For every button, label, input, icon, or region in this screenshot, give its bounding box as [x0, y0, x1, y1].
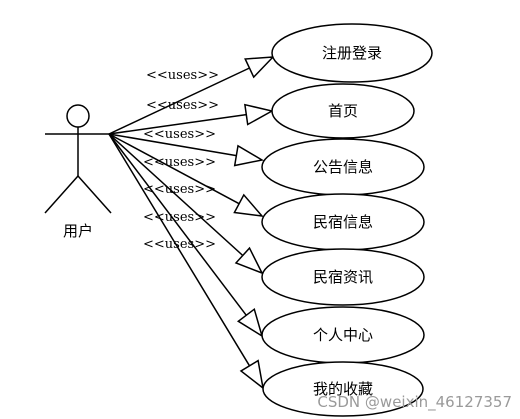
uses-label: <<uses>>: [143, 127, 216, 142]
uses-connector-line: [108, 113, 247, 135]
actor-left-leg: [44, 175, 79, 214]
uses-connector-line: [108, 133, 237, 157]
uses-label: <<uses>>: [143, 182, 216, 197]
use-case-label: 民宿信息: [313, 213, 373, 231]
use-case-label: 公告信息: [313, 158, 373, 176]
uses-arrowhead: [244, 56, 275, 79]
uses-arrowhead: [239, 359, 265, 390]
use-case-ellipse: [262, 361, 424, 417]
use-cases: 注册登录 首页 公告信息 民宿信息 民宿资讯 个人中心 我的收藏: [261, 23, 433, 417]
actor: 用户: [44, 104, 112, 240]
use-case-personal-center: 个人中心: [261, 306, 425, 364]
use-case-label: 我的收藏: [313, 380, 373, 398]
uses-arrowhead: [244, 103, 275, 126]
uses-arrowhead: [233, 193, 264, 217]
uses-connector-line: [108, 133, 244, 257]
watermark: CSDN @weixin_46127357: [317, 393, 512, 412]
uses-label: <<uses>>: [143, 210, 216, 225]
use-case-announcements: 公告信息: [261, 138, 425, 196]
use-case-my-favorites: 我的收藏: [262, 361, 424, 417]
use-case-label: 民宿资讯: [313, 268, 373, 286]
use-case-label: 个人中心: [313, 326, 373, 344]
use-case-homestay-news: 民宿资讯: [261, 248, 425, 306]
uses-relationships: [108, 56, 275, 390]
actor-label: 用户: [63, 222, 93, 240]
use-case-ellipse: [271, 83, 415, 139]
actor-right-leg: [77, 175, 112, 214]
uses-arrowhead: [233, 144, 265, 167]
uses-label: <<uses>>: [146, 68, 219, 83]
use-case-label: 首页: [328, 102, 358, 120]
use-case-homestay-info: 民宿信息: [261, 193, 425, 251]
uses-labels: <<uses>> <<uses>> <<uses>> <<uses>> <<us…: [143, 68, 219, 252]
uses-label: <<uses>>: [143, 237, 216, 252]
use-case-ellipse: [271, 23, 433, 83]
uses-label: <<uses>>: [143, 155, 216, 170]
uses-connector-line: [108, 67, 250, 135]
uses-connector-line: [108, 133, 247, 316]
uses-arrowhead: [234, 246, 264, 275]
use-case-ellipse: [261, 248, 425, 306]
actor-head: [66, 104, 90, 128]
use-case-register-login: 注册登录: [271, 23, 433, 83]
uses-arrowhead: [236, 307, 264, 338]
uses-label: <<uses>>: [146, 98, 219, 113]
uses-connector-line: [108, 133, 240, 205]
use-case-home: 首页: [271, 83, 415, 139]
uses-connector-line: [108, 133, 251, 367]
use-case-label: 注册登录: [322, 44, 382, 62]
